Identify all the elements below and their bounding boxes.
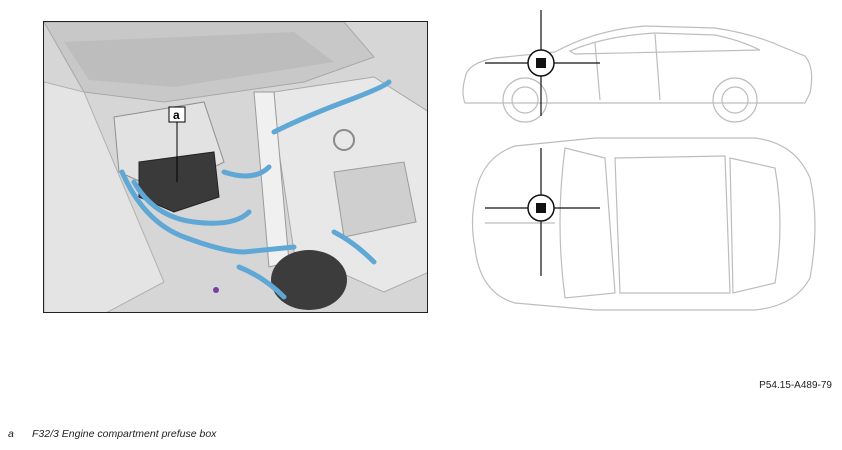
engine-compartment-illustration: a — [43, 21, 428, 313]
side-view-car — [462, 25, 813, 123]
top-view-car — [471, 137, 816, 311]
figure-reference-code: P54.15-A489-79 — [759, 380, 832, 391]
legend-letter: a — [8, 428, 14, 440]
callout-letter-a: a — [173, 108, 180, 122]
legend-text: F32/3 Engine compartment prefuse box — [32, 428, 217, 440]
vehicle-views-svg — [462, 10, 816, 311]
top-view-location-marker — [485, 148, 600, 276]
side-view-location-marker — [485, 10, 600, 116]
highlighted-wiring — [119, 79, 392, 300]
engine-compartment-svg: a — [44, 22, 427, 312]
vehicle-location-views — [455, 8, 825, 328]
figure-legend: a F32/3 Engine compartment prefuse box — [8, 428, 216, 440]
